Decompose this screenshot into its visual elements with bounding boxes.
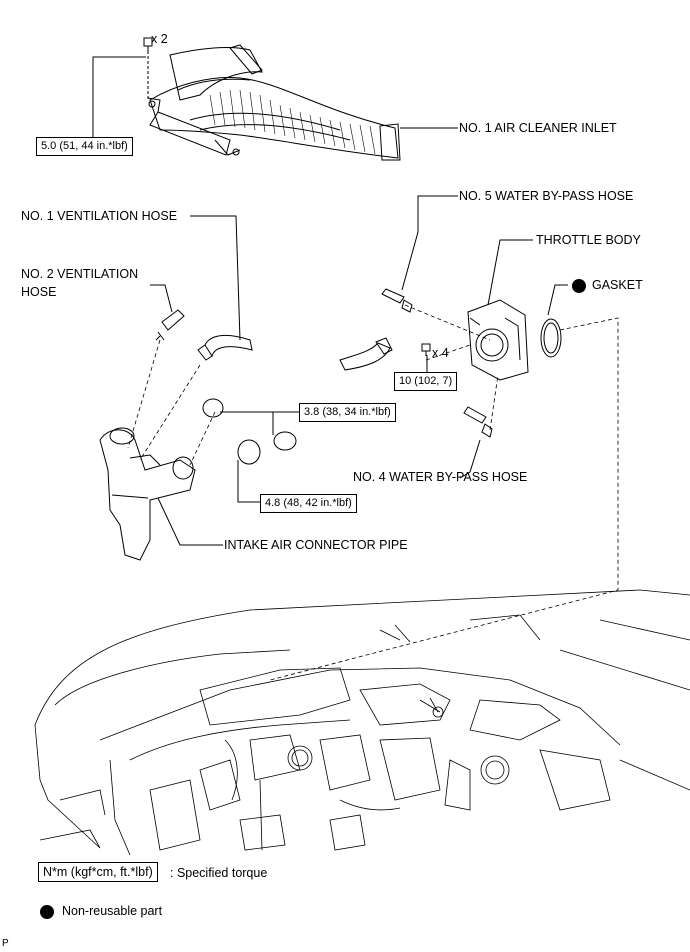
torque-clamp-a: 3.8 (38, 34 in.*lbf) (299, 403, 396, 422)
legend-torque-desc: : Specified torque (170, 866, 268, 880)
legend-torque-unit: N*m (kgf*cm, ft.*lbf) (38, 862, 158, 882)
ventilation-hose-2-drawing (155, 309, 185, 341)
label-ventilation-hose-2-line1: NO. 2 VENTILATION (21, 267, 139, 281)
corner-mark: P (2, 938, 9, 949)
torque-throttle: 10 (102, 7) (394, 372, 458, 391)
label-air-cleaner-inlet: NO. 1 AIR CLEANER INLET (459, 121, 617, 135)
quantity-throttle-bolts: x 4 (432, 346, 449, 360)
non-reusable-legend-icon (40, 905, 54, 919)
quantity-inlet-bolts: x 2 (151, 32, 168, 46)
legend-non-reusable: Non-reusable part (62, 904, 163, 918)
torque-clamp-b: 4.8 (48, 42 in.*lbf) (260, 494, 357, 513)
clamp-drawing (202, 398, 297, 465)
water-bypass-hose-4-drawing (463, 406, 493, 438)
alignment-lines (127, 304, 619, 681)
label-water-bypass-hose-5: NO. 5 WATER BY-PASS HOSE (459, 189, 634, 203)
ventilation-hose-1-drawing (197, 334, 253, 361)
label-water-bypass-hose-4: NO. 4 WATER BY-PASS HOSE (353, 470, 528, 484)
label-ventilation-hose-2-line2: HOSE (21, 285, 57, 299)
label-gasket: GASKET (592, 278, 643, 292)
label-ventilation-hose-1: NO. 1 VENTILATION HOSE (21, 209, 178, 223)
label-throttle-body: THROTTLE BODY (536, 233, 641, 247)
label-intake-air-connector-pipe: INTAKE AIR CONNECTOR PIPE (224, 538, 408, 552)
water-bypass-hose-5-drawing (381, 288, 413, 313)
throttle-hose-drawing (339, 337, 393, 371)
throttle-body-drawing (467, 299, 529, 381)
torque-inlet: 5.0 (51, 44 in.*lbf) (36, 137, 133, 156)
non-reusable-marker-icon (572, 279, 586, 293)
air-cleaner-inlet-drawing (147, 44, 401, 161)
gasket-drawing (540, 318, 562, 358)
bolt-icon (143, 37, 153, 54)
engine-bay-drawing (34, 589, 690, 856)
bolt-icon (421, 343, 431, 356)
intake-air-connector-pipe-drawing (99, 427, 196, 561)
